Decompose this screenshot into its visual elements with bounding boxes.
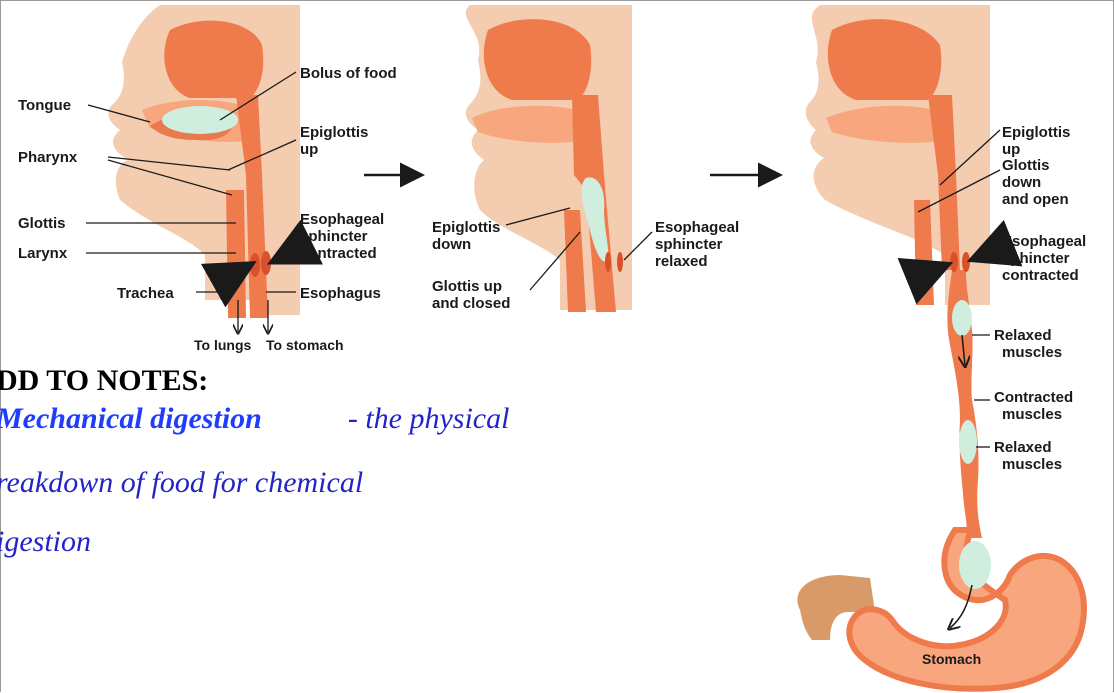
label-contracted-2: muscles (1002, 406, 1062, 423)
label-bolus: Bolus of food (300, 65, 397, 82)
label-sphincter-3-2: sphincter (1002, 250, 1070, 267)
sphincter-right-3 (962, 252, 970, 272)
label-glottis-3-2: down (1002, 174, 1041, 191)
sphincter-right-1 (261, 251, 271, 275)
panel-3-peristalsis: Epiglottis up Glottis down and open Esop… (797, 5, 1086, 689)
label-contracted-1: Contracted (994, 389, 1073, 406)
label-to-stomach: To stomach (266, 337, 344, 353)
panel-1-breathing: Tongue Pharynx Glottis Larynx Trachea Bo… (18, 5, 397, 353)
label-epiglottis-down-1: Epiglottis (432, 219, 500, 236)
label-relaxed-b-2: muscles (1002, 456, 1062, 473)
panel-2-swallowing: Epiglottis down Glottis up and closed Es… (432, 5, 739, 312)
label-epiglottis-up-2: up (300, 141, 318, 158)
bolus-3c (959, 541, 991, 589)
nasal-cavity-2 (484, 19, 591, 100)
label-epiglottis-up-1: Epiglottis (300, 124, 368, 141)
label-glottis-3-3: and open (1002, 191, 1069, 208)
sphincter-right-2 (617, 252, 623, 272)
label-sphincter-2: sphincter (300, 228, 368, 245)
label-sphincter-3-1: Esophageal (1002, 233, 1086, 250)
label-relaxed-a-1: Relaxed (994, 327, 1052, 344)
notes-line-3: igestion (0, 525, 91, 559)
label-pharynx: Pharynx (18, 149, 78, 166)
notes-definition-start: - the physical (348, 402, 510, 435)
label-glottis-3-1: Glottis (1002, 157, 1050, 174)
label-glottis: Glottis (18, 215, 66, 232)
label-sphincter-relaxed-2: sphincter (655, 236, 723, 253)
label-glottis-closed-1: Glottis up (432, 278, 502, 295)
label-sphincter-3: contracted (300, 245, 377, 262)
label-esophagus: Esophagus (300, 285, 381, 302)
label-sphincter-1: Esophageal (300, 211, 384, 228)
sphincter-left-3 (950, 252, 958, 272)
label-epiglottis-down-2: down (432, 236, 471, 253)
bolus-1 (162, 106, 238, 134)
notes-term: Mechanical digestion (0, 402, 262, 435)
label-relaxed-b-1: Relaxed (994, 439, 1052, 456)
label-larynx: Larynx (18, 245, 68, 262)
label-sphincter-3-3: contracted (1002, 267, 1079, 284)
label-glottis-closed-2: and closed (432, 295, 510, 312)
label-stomach: Stomach (922, 651, 981, 667)
sphincter-left-1 (250, 253, 260, 277)
nasal-cavity-3 (828, 19, 941, 100)
label-sphincter-relaxed-1: Esophageal (655, 219, 739, 236)
label-epiglottis-up-3-1: Epiglottis (1002, 124, 1070, 141)
label-epiglottis-up-3-2: up (1002, 141, 1020, 158)
nasal-cavity-1 (164, 21, 263, 98)
label-to-lungs: To lungs (194, 337, 251, 353)
notes-line-1: Mechanical digestion - the physical (0, 402, 509, 436)
bolus-3a (952, 300, 972, 336)
notes-line-2: reakdown of food for chemical (0, 466, 363, 500)
trachea-tube-1 (226, 190, 246, 318)
label-relaxed-a-2: muscles (1002, 344, 1062, 361)
bolus-3b (959, 420, 977, 464)
label-trachea: Trachea (117, 285, 174, 302)
label-tongue: Tongue (18, 97, 71, 114)
sphincter-left-2 (605, 252, 611, 272)
notes-heading: DD TO NOTES: (0, 364, 208, 398)
label-sphincter-relaxed-3: relaxed (655, 253, 708, 270)
